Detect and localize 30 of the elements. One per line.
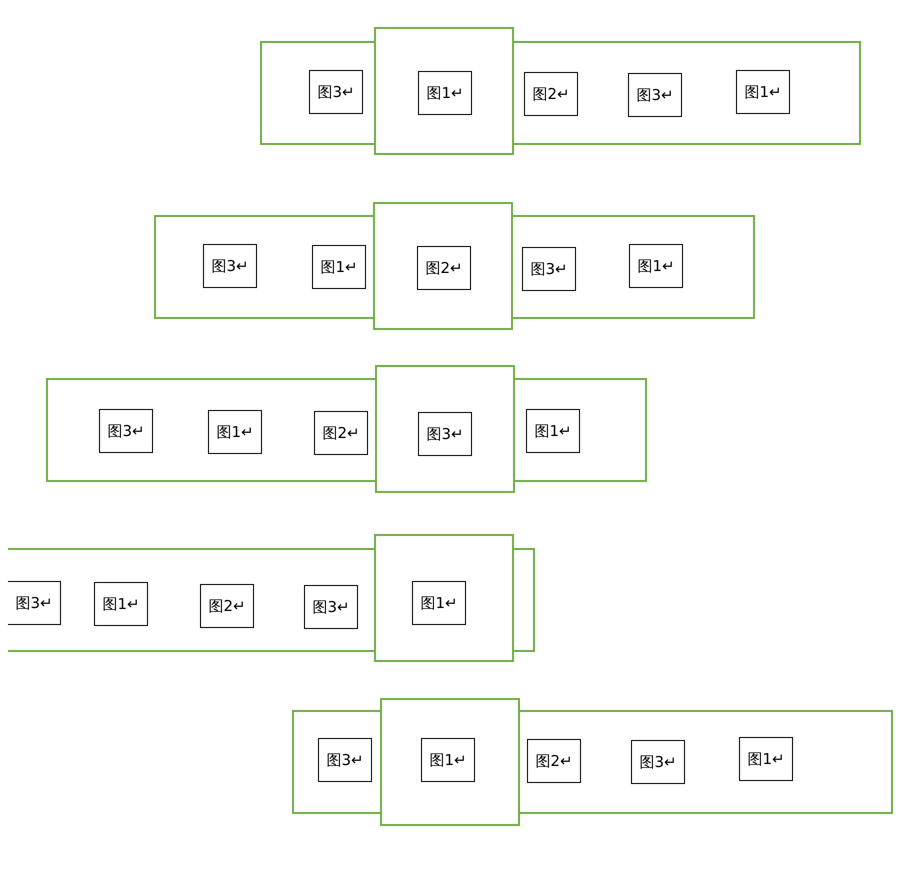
figure-label-card: 图3↵ <box>8 581 61 625</box>
figure-label-card: 图1↵ <box>208 410 262 454</box>
figure-label-card: 图3↵ <box>309 70 363 114</box>
figure-label-card: 图1↵ <box>418 71 472 115</box>
figure-label-card: 图1↵ <box>312 245 366 289</box>
figure-label-card: 图2↵ <box>524 72 578 116</box>
figure-label-card: 图1↵ <box>629 244 683 288</box>
figure-label-card: 图3↵ <box>631 740 685 784</box>
viewport-frame <box>380 698 520 826</box>
viewport-frame <box>375 365 515 493</box>
viewport-frame <box>373 202 513 330</box>
figure-label-card: 图1↵ <box>736 70 790 114</box>
figure-label-card: 图3↵ <box>522 247 576 291</box>
figure-label-card: 图1↵ <box>526 409 580 453</box>
figure-label-card: 图3↵ <box>418 412 472 456</box>
figure-label-card: 图3↵ <box>99 409 153 453</box>
figure-label-card: 图3↵ <box>203 244 257 288</box>
figure-label-card: 图2↵ <box>200 584 254 628</box>
figure-label-card: 图2↵ <box>314 411 368 455</box>
figure-label-card: 图2↵ <box>417 246 471 290</box>
figure-label-card: 图3↵ <box>318 738 372 782</box>
figure-label-card: 图1↵ <box>739 737 793 781</box>
viewport-frame <box>374 27 514 155</box>
figure-label-card: 图1↵ <box>94 582 148 626</box>
figure-label-card: 图1↵ <box>412 581 466 625</box>
figure-label-card: 图1↵ <box>421 738 475 782</box>
figure-label-card: 图3↵ <box>628 73 682 117</box>
viewport-frame <box>374 534 514 662</box>
figure-label-card: 图2↵ <box>527 739 581 783</box>
figure-label-card: 图3↵ <box>304 585 358 629</box>
